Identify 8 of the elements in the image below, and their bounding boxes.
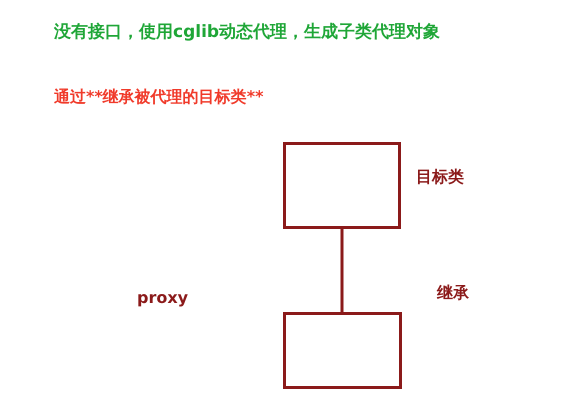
node-caption: 目标类 [416, 167, 464, 188]
rectangle-box [283, 142, 401, 229]
rectangle-box [283, 312, 402, 389]
note-text: 通过**继承被代理的目标类** [54, 87, 264, 108]
note-text: 继承 [437, 283, 469, 304]
heading: 没有接口，使用cglib动态代理，生成子类代理对象 [54, 21, 440, 43]
connector-line [340, 229, 344, 312]
note-text: proxy [137, 288, 188, 307]
